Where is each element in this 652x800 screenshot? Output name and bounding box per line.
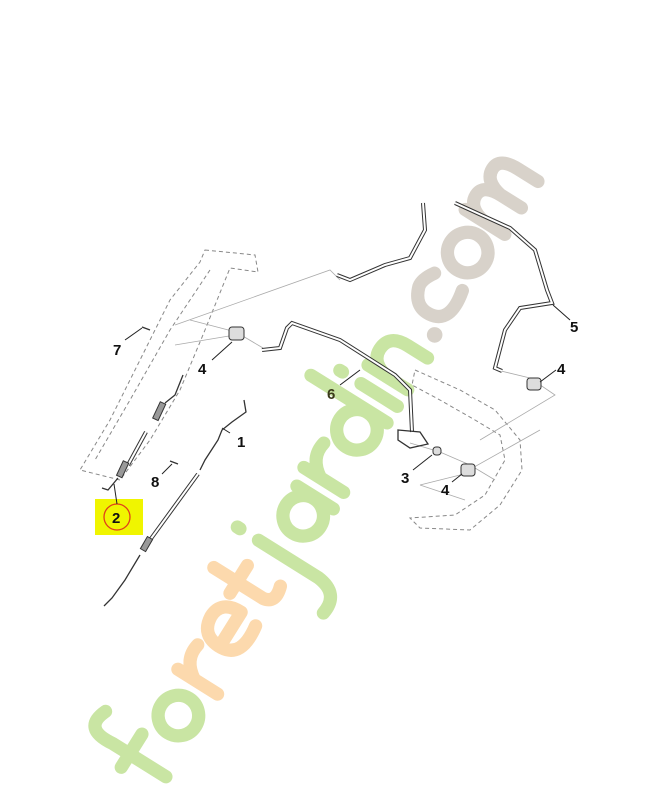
callout-3: 3: [401, 470, 409, 487]
leader-lines: [113, 304, 571, 505]
callout-7: 7: [113, 342, 121, 359]
highlight-box: [95, 499, 143, 535]
handle-dashed-outline: [79, 249, 259, 481]
part-1-cable: [103, 399, 247, 607]
callout-5: 5: [570, 319, 578, 336]
frame-dashed-outline: [408, 369, 523, 531]
upper-rod: [336, 202, 428, 283]
part-3-spacer: [432, 446, 442, 456]
callout-4: 4: [441, 482, 450, 499]
callout-4: 4: [198, 361, 207, 378]
part-6-rod: [261, 320, 430, 449]
part-8-pin: [169, 460, 179, 465]
part-2-cable: [101, 374, 184, 491]
callout-2: 2: [112, 510, 120, 527]
callout-4: 4: [557, 361, 566, 378]
part-5-rod: [454, 201, 555, 373]
part-7-pin: [141, 326, 151, 331]
watermark-logo: [88, 156, 545, 784]
callout-8: 8: [151, 474, 159, 491]
callout-6: 6: [327, 386, 335, 403]
bushing-4: [228, 326, 542, 477]
callout-1: 1: [237, 434, 245, 451]
